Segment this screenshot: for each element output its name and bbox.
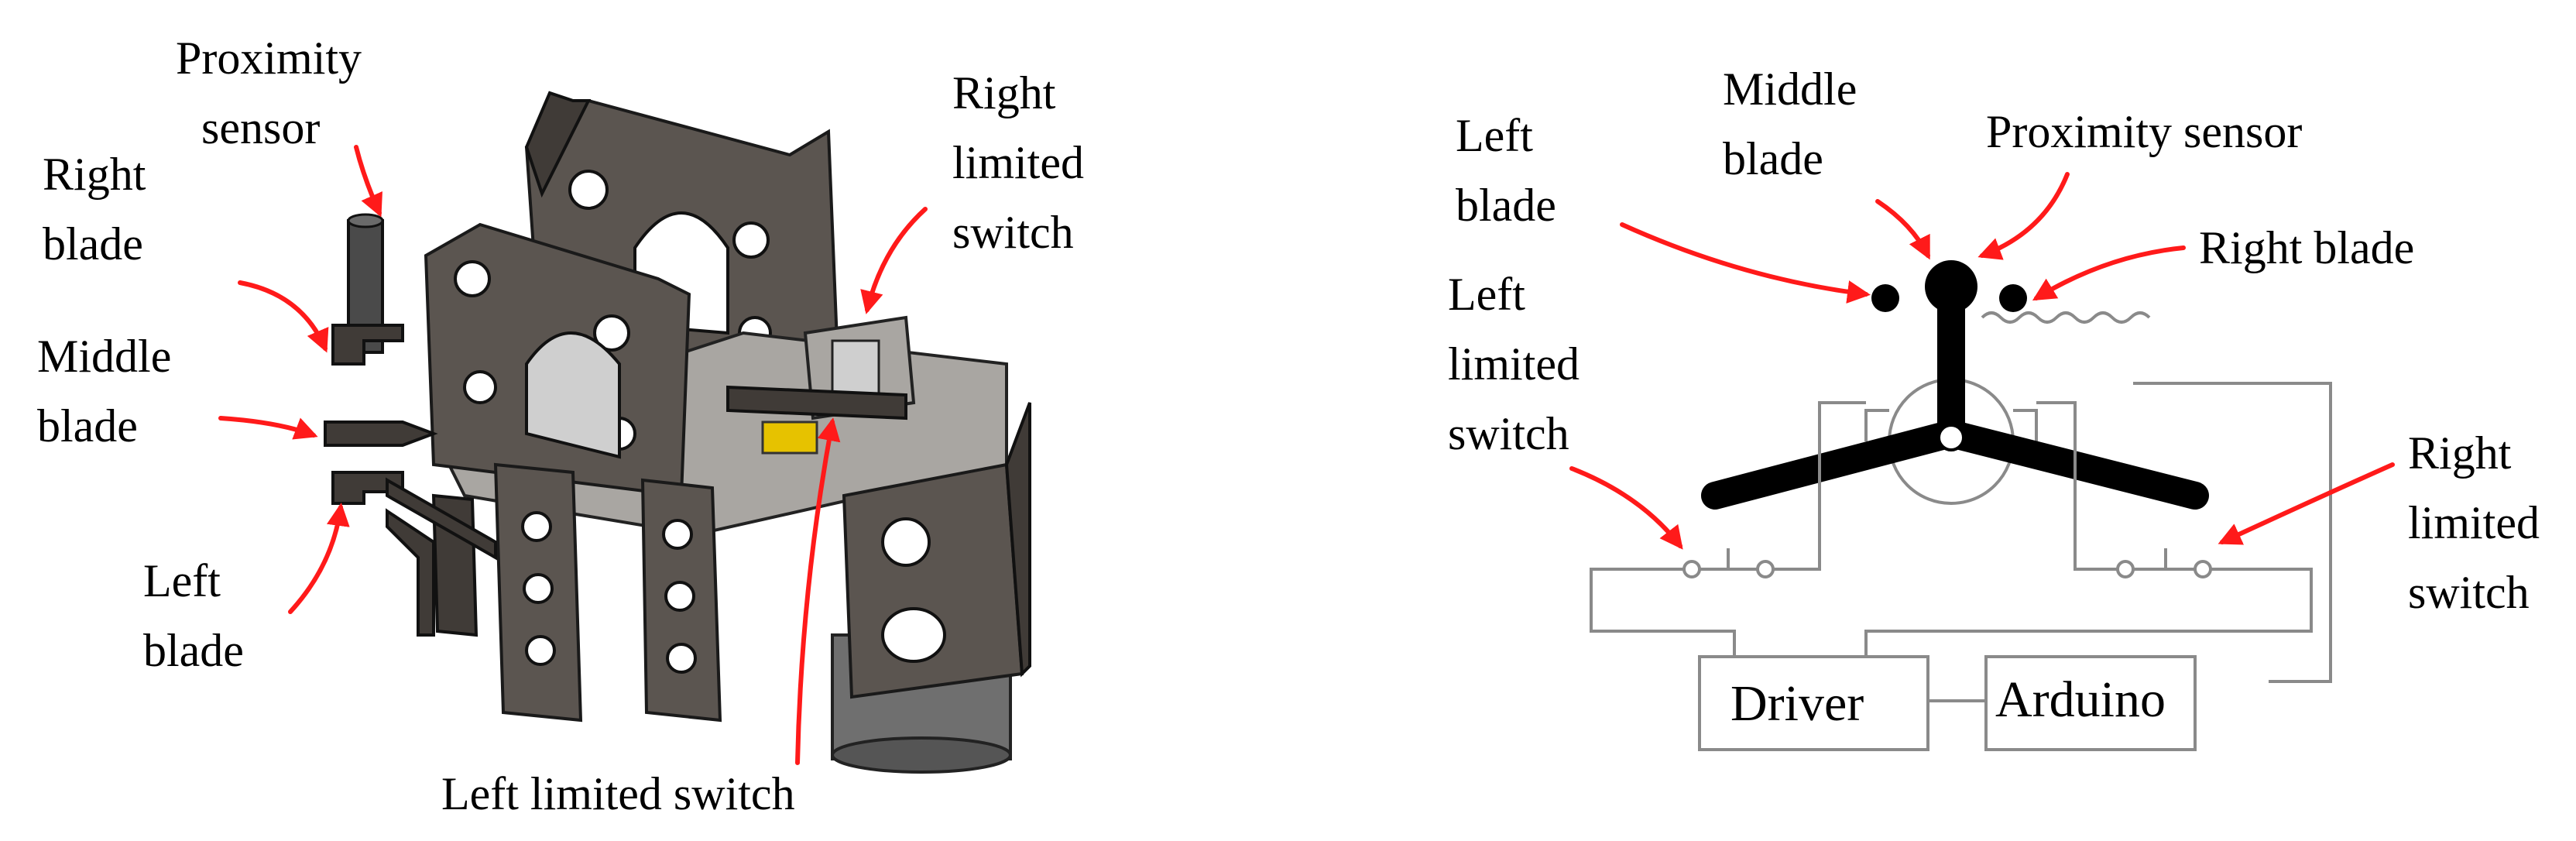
- left-figure-arrows: [218, 145, 928, 765]
- hole: [454, 260, 491, 297]
- hole: [523, 573, 554, 604]
- right-box-side: [1004, 402, 1031, 678]
- left-switch-contact-b: [1756, 560, 1775, 578]
- arrow-right-blade: [238, 280, 329, 353]
- label-right-limited-switch-line2: limited: [2408, 497, 2540, 548]
- label-right-blade-line2: blade: [43, 218, 143, 269]
- label-middle-blade-line1: Middle: [1723, 64, 1857, 115]
- arduino-label: Arduino: [1995, 671, 2166, 728]
- label-left-blade-line2: blade: [1456, 180, 1556, 231]
- wire-right-switch-inner: [2036, 401, 2118, 571]
- arrow-left-blade: [1620, 222, 1871, 304]
- y-arm-top-knob: [1925, 260, 1977, 313]
- label-left-blade-line1: Left: [1456, 110, 1533, 161]
- proximity-sensor-wire: [1981, 311, 2332, 683]
- driver-label: Driver: [1730, 675, 1864, 732]
- left-figure-labels: Proximity sensor Right blade Middle blad…: [37, 33, 1084, 819]
- label-left-blade-line1: Left: [143, 555, 221, 606]
- label-proximity-sensor: Proximity sensor: [1986, 106, 2302, 157]
- arrow-proximity-sensor: [354, 145, 382, 218]
- arduino-box: [1984, 655, 2197, 751]
- arrow-right-limited-switch: [860, 207, 928, 314]
- hole: [881, 607, 946, 663]
- right-switch-contacts: [2129, 548, 2199, 571]
- left-switch-contacts: [1694, 548, 1761, 571]
- base-cylinder-bottom: [831, 736, 1012, 774]
- label-middle-blade-line1: Middle: [37, 331, 171, 382]
- hole: [662, 519, 693, 550]
- wire-right-switch-outer: [1864, 568, 2313, 658]
- y-arm-left: [1701, 420, 1965, 510]
- right-figure-labels: Left blade Middle blade Proximity sensor…: [1448, 64, 2540, 618]
- proximity-sensor-top: [347, 213, 384, 228]
- label-left-limited-switch: Left limited switch: [441, 768, 795, 819]
- arrow-proximity-sensor: [1977, 172, 2070, 260]
- switch-tail: [726, 385, 907, 420]
- arrow-left-limited-switch: [1569, 466, 1683, 550]
- label-right-blade: Right blade: [2199, 222, 2414, 273]
- hole: [881, 517, 931, 567]
- right-figure-arrows: [1569, 172, 2395, 550]
- y-arm-right: [1937, 420, 2209, 510]
- label-right-limited-switch-line1: Right: [952, 67, 1056, 118]
- arrow-left-limited-switch: [795, 417, 841, 765]
- arrow-left-blade: [288, 503, 350, 614]
- label-middle-blade-line2: blade: [1723, 133, 1823, 184]
- label-proximity-sensor-line1: Proximity: [176, 33, 362, 84]
- label-right-blade-line1: Right: [43, 149, 146, 200]
- right-box: [842, 462, 1024, 699]
- y-arm-pivot: [1937, 424, 1965, 451]
- hole: [732, 221, 770, 259]
- right-blade-bar: [331, 324, 404, 366]
- wire-left-switch-inner: [1773, 401, 1866, 571]
- label-right-limited-switch-line3: switch: [2408, 567, 2530, 618]
- label-middle-blade-line2: blade: [37, 400, 138, 451]
- blade-link-rod: [386, 477, 497, 561]
- middle-blade-bar: [324, 420, 438, 447]
- right-switch-contact-a: [2116, 560, 2135, 578]
- label-left-limited-switch-line2: limited: [1448, 338, 1580, 390]
- schematic-diagram: Driver Arduino: [1590, 260, 2332, 751]
- arrow-middle-blade: [218, 416, 318, 440]
- right-switch-contact-b: [2194, 560, 2212, 578]
- left-blade-dot: [1871, 284, 1899, 312]
- label-right-limited-switch-line1: Right: [2408, 427, 2512, 479]
- arrow-right-blade: [2032, 245, 2186, 301]
- mechanism-3d-illustration: [324, 91, 1031, 774]
- label-left-limited-switch-line3: switch: [1448, 408, 1569, 459]
- hole: [593, 314, 630, 352]
- hole: [666, 643, 697, 674]
- front-plate-arch: [525, 331, 621, 459]
- hole: [664, 581, 695, 612]
- hole: [521, 511, 552, 542]
- label-left-blade-line2: blade: [143, 625, 244, 676]
- label-proximity-sensor-line2: sensor: [201, 102, 320, 153]
- hole: [463, 370, 497, 404]
- switch-block-detail: [831, 339, 880, 396]
- hole: [525, 635, 556, 666]
- arrow-right-limited-switch: [2218, 462, 2395, 545]
- label-right-limited-switch-line2: limited: [952, 137, 1084, 188]
- hole: [568, 170, 609, 210]
- label-left-limited-switch-line1: Left: [1448, 269, 1525, 320]
- motor-housing-wire: [1864, 409, 2038, 441]
- yellow-component: [761, 420, 818, 455]
- driver-box: [1698, 655, 1929, 751]
- arrow-middle-blade: [1875, 199, 1930, 260]
- label-right-limited-switch-line3: switch: [952, 207, 1074, 258]
- right-blade-dot: [1999, 284, 2027, 312]
- left-switch-contact-a: [1682, 560, 1701, 578]
- blade-link-rod-2: [386, 508, 435, 637]
- top-bracket: [524, 91, 592, 198]
- wire-left-switch-outer: [1590, 568, 1736, 658]
